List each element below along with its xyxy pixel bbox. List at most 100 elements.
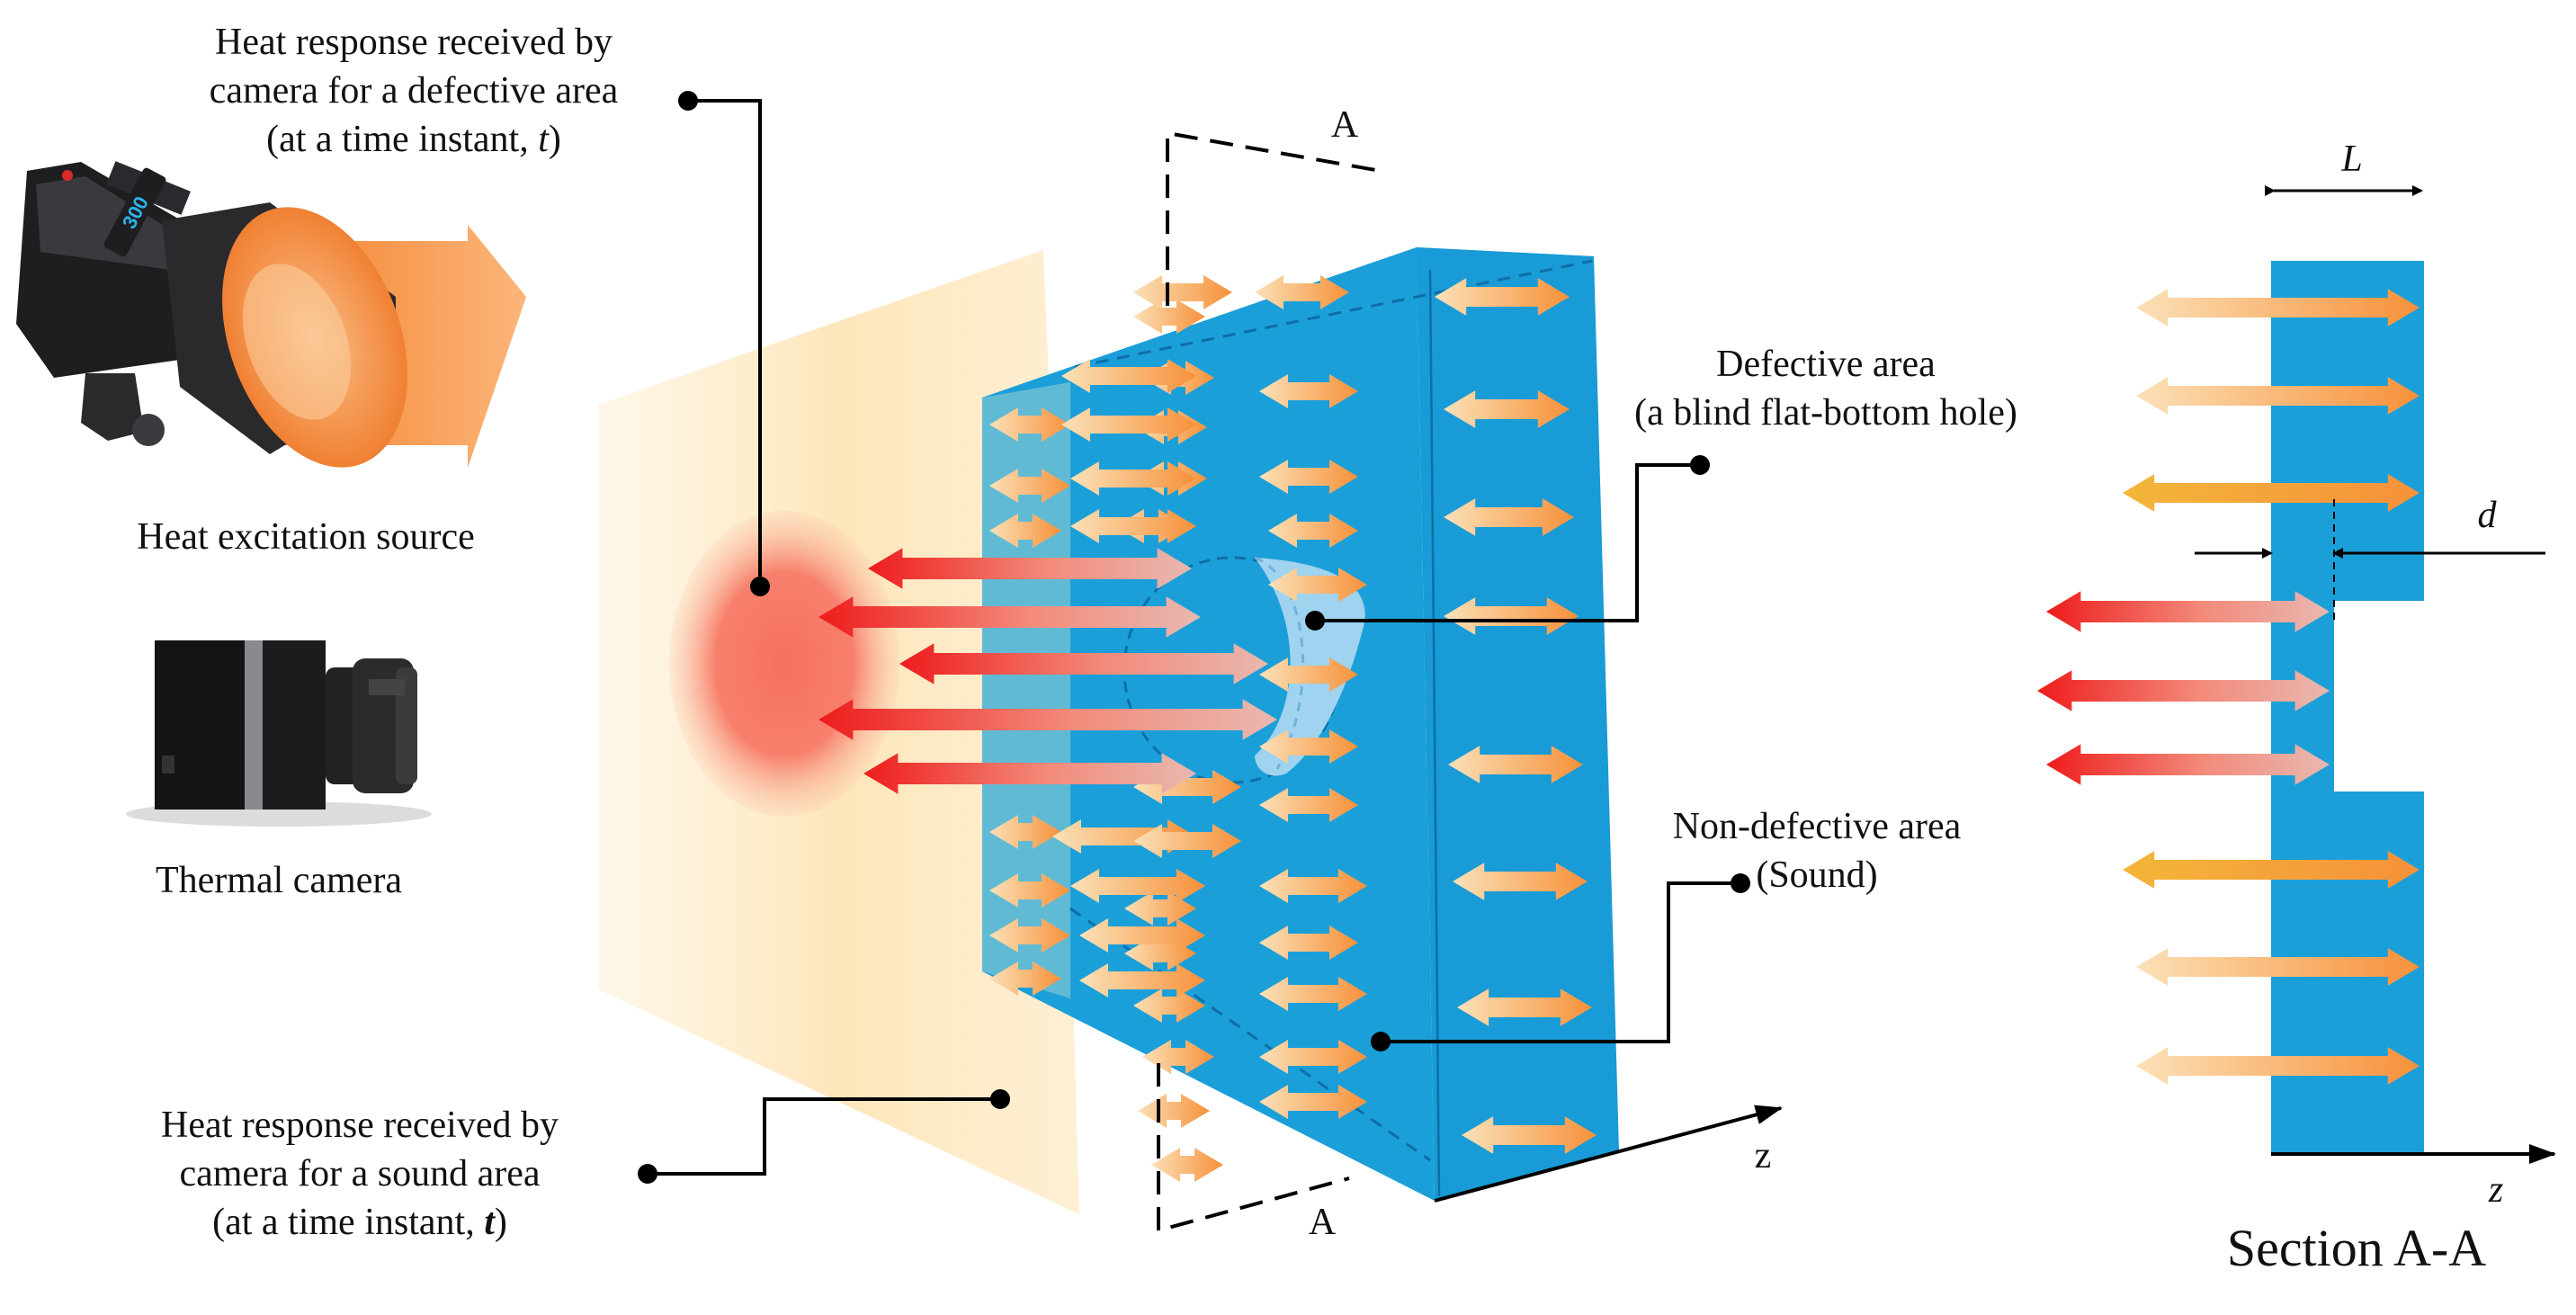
plate-arrow-col2 (1259, 869, 1367, 903)
plate-arrow-mid (1079, 963, 1205, 997)
plate-arrow-left (989, 514, 1061, 548)
plate-arrow-hot (868, 548, 1192, 589)
plate-arrow-col2 (1259, 729, 1358, 764)
axis-z-main-text: z (1754, 1135, 1772, 1176)
plate-arrow-left (989, 469, 1070, 503)
label-sound-response: Heat response received by camera for a s… (108, 1101, 612, 1247)
plate-arrow-col3 (1453, 863, 1588, 900)
sound-response-line1: Heat response received by (161, 1105, 559, 1146)
plate-arrow-hot (899, 643, 1268, 684)
plate-arrow-mid (1070, 461, 1196, 496)
defective-response-line3-pre: (at a time instant, (266, 119, 539, 160)
plate-arrow-col3 (1462, 1116, 1597, 1154)
section-marker-top-text: A (1330, 104, 1359, 146)
section-marker-top: A (1322, 101, 1367, 149)
non-defective-area-line2: (Sound) (1756, 854, 1878, 896)
plate-arrow-col2 (1259, 926, 1358, 960)
plate-arrow (1133, 300, 1205, 334)
section-marker-bottom: A (1300, 1198, 1345, 1247)
plate-arrow-col2 (1268, 514, 1358, 548)
section-heat-arrows (2037, 289, 2419, 1085)
sound-response-line3: (at a time instant, t) (108, 1198, 612, 1247)
defective-response-line3-post: ) (548, 119, 561, 160)
leader-non-defective-area (1371, 873, 1750, 1051)
plate-arrow-col2 (1268, 568, 1367, 602)
plate-arrow-col3 (1444, 597, 1579, 635)
dimension-d-text: d (2477, 495, 2497, 536)
plate-arrow-left (989, 407, 1070, 442)
dimension-d-label: d (2464, 491, 2509, 540)
heat-source-text: Heat excitation source (137, 516, 475, 558)
plate-arrow-col2 (1259, 658, 1358, 692)
section-arrow (2136, 948, 2419, 986)
defective-area-line1: Defective area (1716, 344, 1936, 385)
dimension-l-label: L (2330, 135, 2375, 183)
section-title: Section A-A (2195, 1220, 2518, 1277)
section-arrow (2136, 289, 2419, 327)
plate-arrow-mid (1070, 509, 1196, 543)
section-arrow (2136, 1047, 2419, 1085)
plate-arrow-hot (818, 699, 1277, 740)
main-z-axis (1434, 1105, 1783, 1203)
plate-arrow-col1 (1133, 824, 1241, 858)
label-non-defective-area: Non-defective area (Sound) (1628, 802, 2006, 899)
sound-response-line3-pre: (at a time instant, (212, 1202, 485, 1243)
leader-defective-area (1305, 455, 1710, 631)
thermal-camera-icon (126, 640, 432, 827)
section-arrow (2123, 851, 2419, 889)
leader-defective-response (678, 91, 770, 596)
plate-arrow-col2 (1259, 374, 1358, 408)
plate-arrow (1138, 1094, 1210, 1128)
defective-response-spot (669, 511, 899, 817)
plate-arrow-col3 (1435, 278, 1570, 316)
axis-z-main-label: z (1740, 1132, 1785, 1180)
section-arrow-hot (2046, 744, 2330, 785)
defective-response-line3: (at a time instant, t) (162, 115, 666, 164)
plate-arrow-col2 (1259, 1040, 1367, 1074)
defective-response-line1: Heat response received by (215, 22, 613, 63)
plate-arrow-col2 (1255, 275, 1349, 309)
plate-arrow-col2 (1259, 460, 1358, 494)
plate-arrow-left (989, 962, 1061, 996)
plate-arrow-col2 (1259, 977, 1367, 1011)
defective-area-line2: (a blind flat-bottom hole) (1634, 392, 2017, 434)
plate-arrow-col2 (1259, 1085, 1367, 1119)
defective-response-line2: camera for a defective area (209, 70, 619, 112)
plate-arrow-left (989, 815, 1061, 849)
plate-arrow (1151, 1148, 1223, 1182)
section-arrow-hot (2037, 670, 2330, 711)
plate-arrow-mid (1061, 407, 1196, 442)
plate-arrow-col2 (1259, 788, 1358, 822)
plate-arrow-left (989, 918, 1070, 953)
section-cut-line-bottom (1157, 1063, 1350, 1233)
axis-z-section-text: z (2488, 1169, 2504, 1211)
sound-response-time-var: t (484, 1202, 495, 1243)
plate-arrow-mid (1061, 359, 1196, 393)
label-thermal-camera: Thermal camera (99, 856, 459, 905)
plate-arrow-col3 (1457, 988, 1592, 1026)
plate-arrow-mid (1070, 869, 1205, 903)
plate-heat-arrows (818, 275, 1597, 1182)
flash-lamp-icon: 300 (16, 161, 526, 468)
dimension-l-text: L (2341, 139, 2363, 180)
plate-arrow (1133, 988, 1205, 1023)
leader-sound-response (638, 1089, 1010, 1184)
axis-z-section-label: z (2473, 1166, 2518, 1214)
section-arrow (2123, 474, 2419, 512)
plate-arrow-col1 (1133, 275, 1232, 309)
section-arrow (2136, 377, 2419, 415)
plate-arrow-hot (818, 596, 1201, 638)
non-defective-area-line1: Non-defective area (1672, 806, 1962, 847)
label-defective-area: Defective area (a blind flat-bottom hole… (1583, 340, 2069, 437)
plate-arrow-hot (863, 753, 1196, 794)
thermal-camera-text: Thermal camera (156, 860, 402, 901)
plate-arrow-col3 (1444, 390, 1570, 428)
section-title-text: Section A-A (2226, 1219, 2487, 1277)
defective-response-time-var: t (538, 119, 549, 160)
plate-arrow-left (989, 873, 1070, 908)
section-cut-line-top (1166, 130, 1382, 306)
label-heat-source: Heat excitation source (72, 513, 540, 561)
section-marker-bottom-text: A (1308, 1202, 1337, 1243)
